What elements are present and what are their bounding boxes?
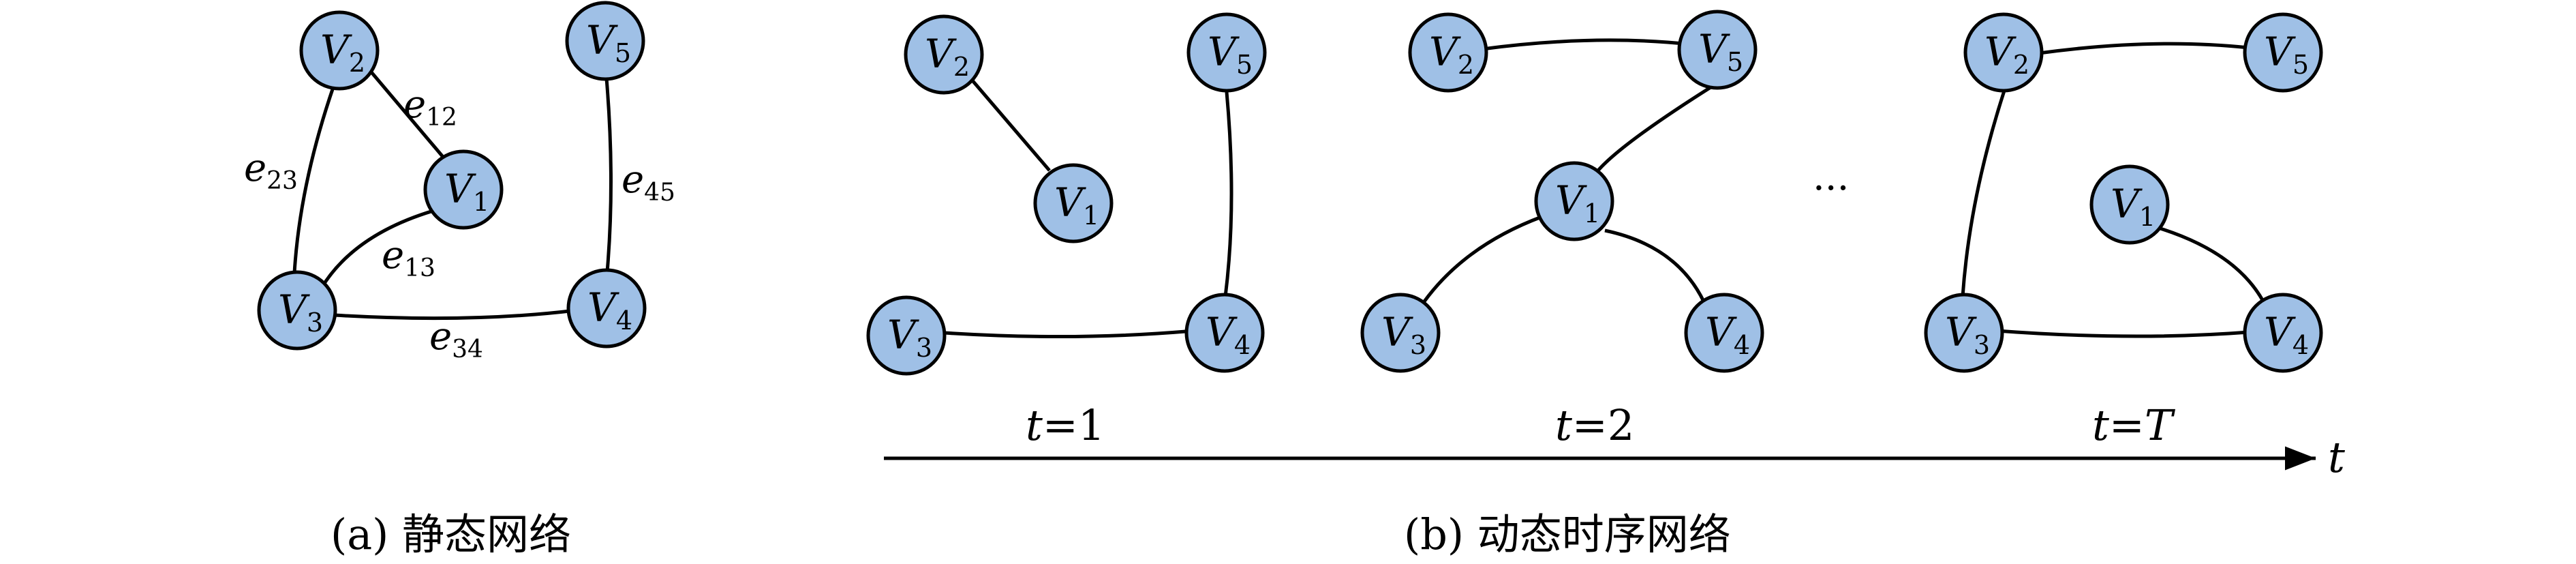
time-label-tT: t=T: [2092, 400, 2176, 450]
edge-tT-v2-v5: [2038, 42, 2250, 55]
edge-v5-v4: [604, 78, 613, 280]
svg-text:V2: V2: [925, 31, 970, 82]
svg-text:V4: V4: [1705, 309, 1750, 360]
caption-a: (a) 静态网络: [331, 509, 571, 559]
edge-label-e13: e13: [382, 233, 435, 282]
node-tT-v3: V3: [1924, 293, 2004, 373]
edge-tT-v1-v4: [2160, 226, 2265, 301]
edge-t1-v2-v1: [966, 74, 1051, 172]
svg-text:V5: V5: [1208, 29, 1253, 80]
svg-text:V3: V3: [1945, 309, 1990, 360]
svg-text:V4: V4: [587, 284, 632, 336]
ellipsis: ...: [1813, 155, 1849, 199]
edge-t1-v5-v4: [1223, 91, 1233, 297]
edge-t2-v2-v5: [1482, 38, 1691, 51]
node-t1-v4: V4: [1184, 293, 1265, 373]
node-v3: V3: [257, 270, 337, 351]
node-v5: V5: [565, 1, 645, 81]
node-t2-v3: V3: [1360, 293, 1441, 373]
svg-text:V2: V2: [1429, 29, 1474, 80]
svg-text:V1: V1: [1555, 177, 1600, 228]
node-tT-v2: V2: [1963, 12, 2044, 93]
svg-text:V5: V5: [1698, 26, 1743, 77]
node-t2-v5: V5: [1677, 10, 1758, 90]
static-edge-labels: e12 e23 e13 e34 e45: [244, 83, 675, 363]
edge-tT-v2-v3: [1961, 88, 2007, 297]
node-t1-v3: V3: [866, 295, 947, 376]
node-v1: V1: [423, 149, 504, 230]
svg-text:V2: V2: [1984, 29, 2029, 80]
edge-label-e12: e12: [403, 83, 457, 132]
node-t2-v4: V4: [1684, 293, 1764, 373]
node-t2-v2: V2: [1408, 12, 1488, 93]
svg-text:V4: V4: [1206, 309, 1251, 360]
edge-tT-v3-v4: [1996, 329, 2250, 338]
edge-v1-v3: [318, 206, 444, 291]
edge-label-e45: e45: [622, 158, 675, 207]
node-t1-v2: V2: [904, 14, 984, 95]
static-nodes: V2 V1 V3 V4 V5: [257, 1, 647, 351]
edge-v2-v3: [292, 85, 336, 273]
svg-text:V1: V1: [2111, 181, 2156, 232]
svg-text:V3: V3: [887, 312, 932, 363]
node-v2: V2: [299, 10, 380, 91]
edge-v2-v1: [367, 67, 444, 158]
svg-text:V2: V2: [320, 27, 365, 78]
svg-text:V4: V4: [2264, 309, 2309, 360]
node-t1-v1: V1: [1033, 163, 1114, 243]
snapshot-t1: V2 V1 V3 V4 V5: [866, 12, 1267, 376]
edge-t2-v1-v4: [1604, 228, 1706, 303]
node-v4: V4: [566, 268, 647, 348]
node-t1-v5: V5: [1186, 12, 1267, 93]
edge-t1-v3-v4: [943, 329, 1186, 339]
node-tT-v1: V1: [2089, 164, 2170, 245]
svg-text:V1: V1: [444, 166, 489, 217]
node-t2-v1: V1: [1534, 161, 1614, 241]
time-axis-label: t: [2328, 432, 2345, 482]
static-edges: [292, 67, 613, 321]
caption-b: (b) 动态时序网络: [1404, 509, 1731, 559]
snapshot-t2: V2 V5 V1 V3 V4: [1360, 10, 1764, 373]
static-network: e12 e23 e13 e34 e45 V2 V1 V3 V4: [244, 1, 675, 363]
snapshot-tT: V2 V5 V1 V3 V4: [1924, 12, 2323, 373]
svg-text:V1: V1: [1054, 179, 1099, 231]
svg-text:V3: V3: [1381, 309, 1426, 360]
svg-text:V3: V3: [278, 286, 323, 338]
time-label-t2: t=2: [1555, 400, 1634, 450]
node-tT-v4: V4: [2243, 293, 2323, 373]
svg-text:V5: V5: [586, 17, 631, 68]
svg-text:V5: V5: [2264, 29, 2309, 80]
edge-t2-v1-v3: [1422, 215, 1542, 303]
time-axis: t=1 t=2 t=T t: [884, 400, 2345, 482]
edge-t2-v5-v1: [1597, 83, 1715, 172]
edge-label-e23: e23: [244, 146, 298, 195]
time-label-t1: t=1: [1026, 400, 1105, 450]
edge-label-e34: e34: [429, 314, 483, 363]
node-tT-v5: V5: [2243, 12, 2323, 93]
edge-v3-v4: [333, 308, 577, 321]
